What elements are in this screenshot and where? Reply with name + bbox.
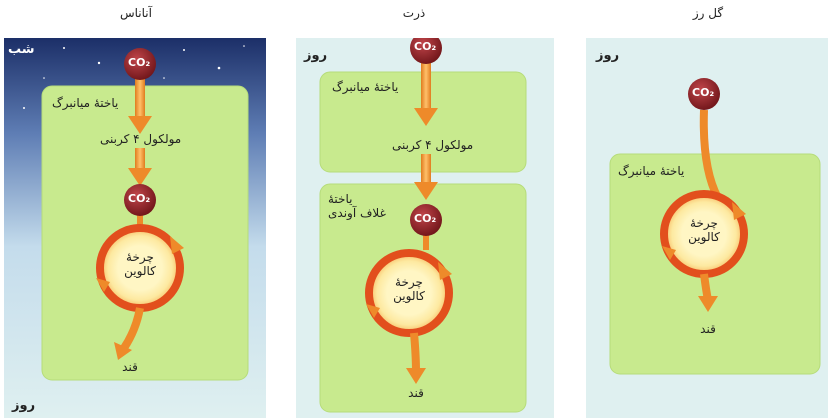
arrow-sugar xyxy=(114,342,132,360)
calvin-cycle xyxy=(664,194,744,274)
mesophyll-label: یاختهٔ میانبرگ xyxy=(52,96,119,110)
cycle-label: چرخهٔ کالوین xyxy=(379,275,439,303)
mesophyll-label: یاختهٔ میانبرگ xyxy=(618,164,685,178)
panel-pineapple: شب CO₂ یاختهٔ میانبرگ مولکول ۴ کربنی CO₂… xyxy=(4,38,266,418)
day-label: روز xyxy=(596,48,620,63)
co2-molecule xyxy=(124,48,156,80)
cycle-label-line1: چرخهٔ xyxy=(690,216,718,230)
cycle-label-line2: کالوین xyxy=(393,289,425,303)
title-rose: گل رز xyxy=(692,6,724,20)
night-label: شب xyxy=(8,42,35,57)
calvin-cycle-ring xyxy=(365,249,453,337)
calvin-cycle xyxy=(100,228,180,308)
bundle-sheath-label-line1: یاختهٔ xyxy=(328,192,353,206)
cycle-label-line2: کالوین xyxy=(124,264,156,278)
day-label: روز xyxy=(12,398,36,413)
co2-molecule xyxy=(410,38,442,64)
arrow-down xyxy=(414,108,438,126)
cycle-label-line1: چرخهٔ xyxy=(126,250,154,264)
bundle-sheath-label-line2: غلاف آوندی xyxy=(328,206,386,220)
co2-label: CO₂ xyxy=(128,192,151,205)
cycle-label: چرخهٔ کالوین xyxy=(110,250,170,278)
arrow-down xyxy=(414,182,438,200)
day-label: روز xyxy=(304,48,328,63)
sugar-label: قند xyxy=(122,360,138,374)
co2-label: CO₂ xyxy=(414,40,437,53)
title-pineapple: آناناس xyxy=(120,6,152,20)
co2-label: CO₂ xyxy=(128,56,151,69)
molecule-label: مولکول ۴ کربنی xyxy=(392,138,474,152)
title-corn: ذرت xyxy=(402,6,426,20)
calvin-cycle xyxy=(369,253,449,333)
panel-rose: روز CO₂ یاختهٔ میانبرگ چرخهٔ کالوین قند xyxy=(586,38,828,418)
molecule-label: مولکول ۴ کربنی xyxy=(100,132,182,146)
arrow-sugar xyxy=(698,296,718,312)
co2-molecule xyxy=(688,78,720,110)
cycle-label-line1: چرخهٔ xyxy=(395,275,423,289)
bundle-sheath-label: یاختهٔ غلاف آوندی xyxy=(328,192,386,220)
arrow-down xyxy=(128,116,152,134)
rose-diagram xyxy=(586,38,828,418)
arrow-sugar xyxy=(406,368,426,384)
co2-label: CO₂ xyxy=(692,86,715,99)
co2-molecule xyxy=(410,204,442,236)
panel-corn: روز CO₂ یاختهٔ میانبرگ مولکول ۴ کربنی یا… xyxy=(296,38,554,418)
mesophyll-label: یاختهٔ میانبرگ xyxy=(332,80,399,94)
corn-diagram xyxy=(296,38,554,418)
cycle-label: چرخهٔ کالوین xyxy=(674,216,734,244)
pineapple-diagram xyxy=(4,38,266,418)
co2-molecule xyxy=(124,184,156,216)
co2-label: CO₂ xyxy=(414,212,437,225)
cycle-label-line2: کالوین xyxy=(688,230,720,244)
sugar-label: قند xyxy=(700,322,716,336)
arrow-down xyxy=(128,168,152,186)
sugar-label: قند xyxy=(408,386,424,400)
